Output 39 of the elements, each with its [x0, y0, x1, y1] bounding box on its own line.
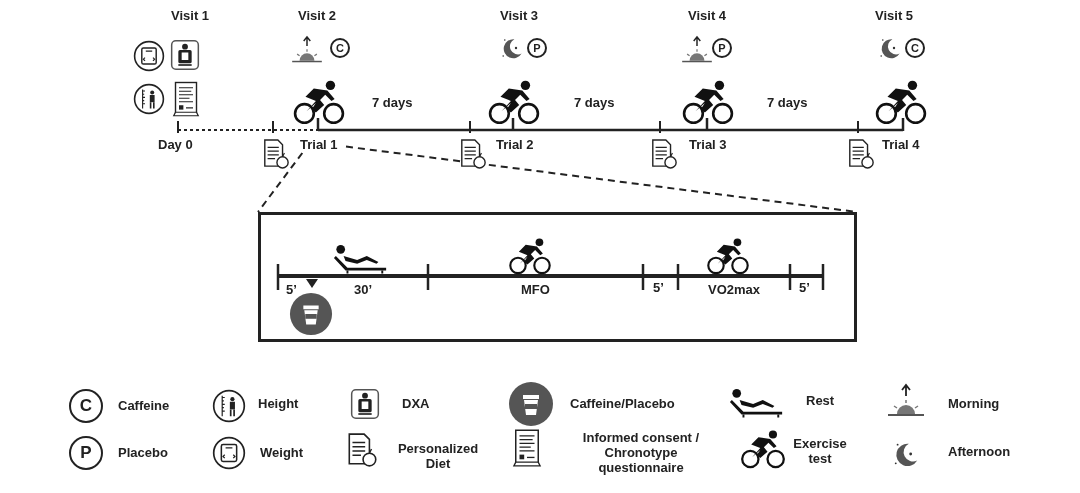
- visit-label: Visit 5: [875, 8, 914, 23]
- circled-letter: C: [69, 389, 103, 423]
- duration-label: 5’: [286, 282, 297, 297]
- visit-label: Visit 3: [500, 8, 539, 23]
- legend-label: Morning: [948, 396, 1000, 411]
- circled-letter: P: [69, 436, 103, 470]
- interval-label: 7 days: [574, 95, 615, 110]
- visit-label: Visit 1: [171, 8, 210, 23]
- trial-label: Trial 2: [496, 137, 534, 152]
- duration-label: 30’: [354, 282, 373, 297]
- legend-label: Height: [258, 396, 299, 411]
- circled-letter: P: [527, 38, 547, 58]
- circled-letter: C: [905, 38, 925, 58]
- phase-label: VO2max: [708, 282, 761, 297]
- visit-label: Visit 4: [688, 8, 727, 23]
- legend-label: Exercise test: [792, 436, 848, 466]
- legend-label: Afternoon: [948, 444, 1011, 459]
- legend-label: DXA: [402, 396, 430, 411]
- trial-label: Trial 4: [882, 137, 920, 152]
- legend-label: Personalized Diet: [396, 441, 480, 471]
- trial-label: Trial 1: [300, 137, 346, 153]
- trial-label: Trial 3: [689, 137, 727, 152]
- inset-box: [258, 212, 857, 342]
- interval-label: 7 days: [372, 95, 413, 110]
- legend-label: Rest: [806, 393, 835, 408]
- phase-label: MFO: [521, 282, 550, 297]
- circled-letter: C: [330, 38, 350, 58]
- legend-label: Weight: [260, 445, 304, 460]
- duration-label: 5’: [799, 280, 810, 295]
- interval-label: 7 days: [767, 95, 808, 110]
- duration-label: 5’: [653, 280, 664, 295]
- day-label: Day 0: [158, 137, 193, 152]
- circled-letter: P: [712, 38, 732, 58]
- legend-label: Placebo: [118, 445, 168, 460]
- dashed-line: [257, 152, 304, 213]
- legend-label: Informed consent / Chronotype questionnaire: [581, 430, 701, 475]
- visit-label: Visit 2: [298, 8, 337, 23]
- legend-label: Caffeine: [118, 398, 170, 413]
- legend-label: Caffeine/Placebo: [570, 396, 675, 411]
